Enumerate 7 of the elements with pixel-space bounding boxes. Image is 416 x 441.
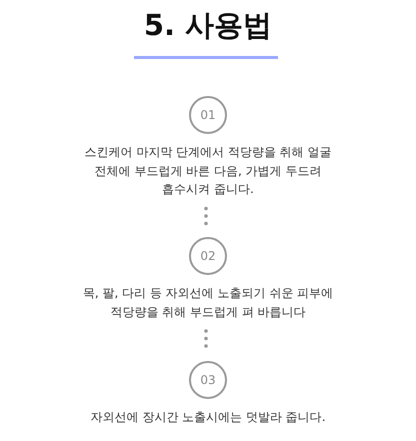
section-title: 5. 사용법: [144, 7, 272, 44]
step-description: 자외선에 장시간 노출시에는 덧발라 줍니다.: [90, 409, 326, 426]
step-number-circle: 02: [189, 237, 227, 275]
step-description: 목, 팔, 다리 등 자외선에 노출되기 쉬운 피부에 적당량을 취해 부드럽게 펴 바릅니다: [82, 285, 334, 320]
step-number-circle: 03: [189, 361, 227, 399]
step-description: 스킨케어 마지막 단계에서 적당량을 취해 얼굴 전체에 부드럽게 바른 다음, 가볍게 두드려 흡수시켜 줍니다.: [83, 144, 333, 198]
step-number-circle: 01: [189, 96, 227, 134]
